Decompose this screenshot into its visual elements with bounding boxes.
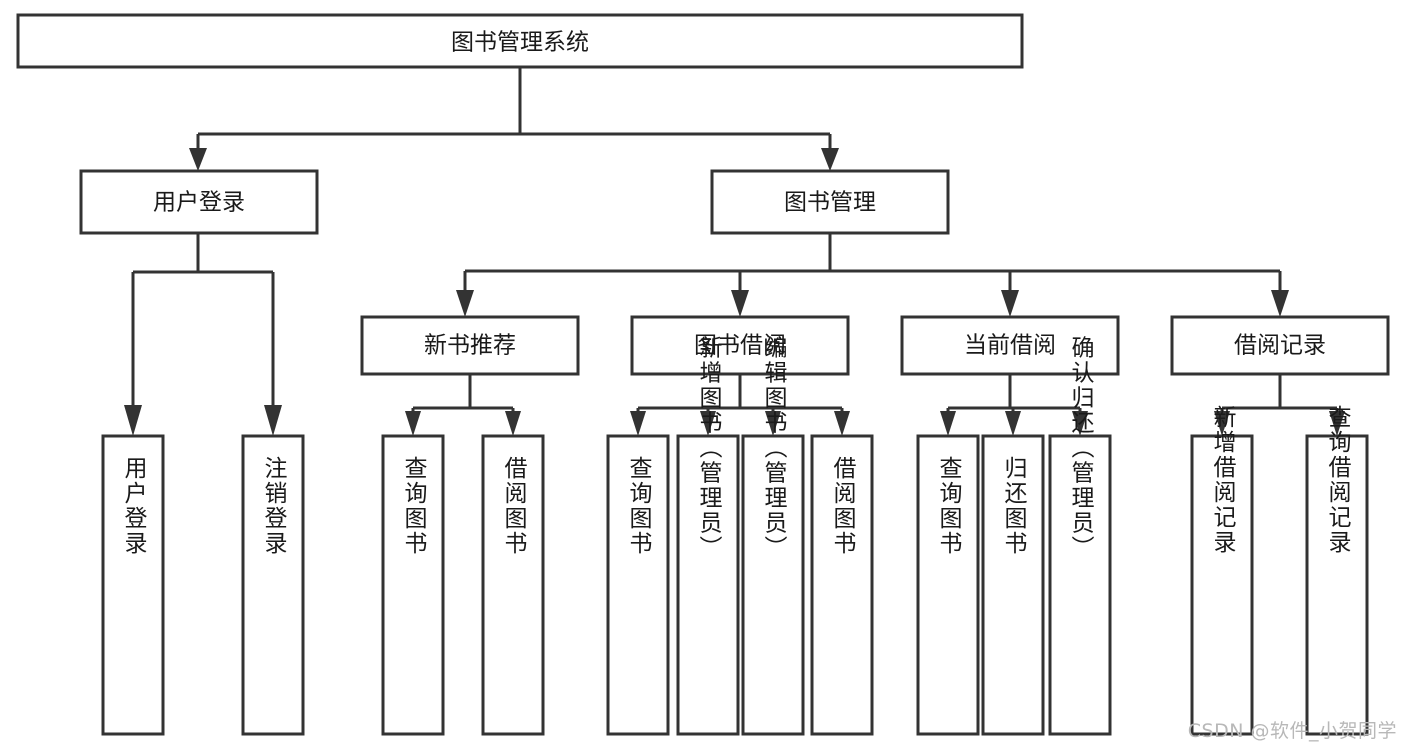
- arrowhead-newbook: [456, 290, 474, 317]
- arrowhead-leaf-borrow-book-2: [834, 411, 850, 436]
- node-new-book-recommend[interactable]: 新书推荐: [360, 315, 580, 376]
- node-current-borrow[interactable]: 当前借阅: [900, 315, 1120, 376]
- node-book-manage-box[interactable]: [710, 169, 950, 235]
- node-book-borrow[interactable]: 图书借阅: [630, 315, 850, 376]
- arrowhead-borrowrecord: [1271, 290, 1289, 317]
- node-book-manage-label: 图书管理: [784, 190, 876, 216]
- node-leaf-user-login-box[interactable]: [101, 434, 165, 736]
- arrowhead-leaf-query-book-3: [940, 411, 956, 436]
- node-user-login-label: 用户登录: [153, 190, 245, 216]
- node-borrow-record-label: 借阅记录: [1234, 333, 1326, 359]
- node-root-label: 图书管理系统: [451, 30, 589, 56]
- node-leaf-borrow-book-1-label: 借阅图书: [500, 456, 528, 556]
- connector-group: [124, 67, 1345, 436]
- node-leaf-query-record-box[interactable]: [1305, 434, 1369, 736]
- node-leaf-confirm-return[interactable]: 确认归还（管理员）: [1048, 336, 1112, 736]
- watermark: CSDN @软件_小贺同学: [1187, 720, 1397, 742]
- node-leaf-add-book[interactable]: 新增图书（管理员）: [676, 336, 740, 736]
- node-book-manage[interactable]: 图书管理: [710, 169, 950, 235]
- arrowhead-leaf-query-book-2: [630, 411, 646, 436]
- node-leaf-query-book-3-box[interactable]: [916, 434, 980, 736]
- node-leaf-return-book[interactable]: 归还图书: [981, 434, 1045, 736]
- node-leaf-query-book-1-box[interactable]: [381, 434, 445, 736]
- arrowhead-currentborrow: [1001, 290, 1019, 317]
- arrowhead-leaf-query-record: [1329, 411, 1345, 436]
- arrowhead-leaf-borrow-book-1: [505, 411, 521, 436]
- arrowhead-leaf-query-book-1: [405, 411, 421, 436]
- node-leaf-add-book-label: 新增图书（管理员）: [695, 336, 723, 561]
- node-leaf-query-record-label: 查询借阅记录: [1324, 405, 1352, 555]
- node-leaf-add-book-box[interactable]: [676, 434, 740, 736]
- node-leaf-query-book-1-label: 查询图书: [400, 456, 428, 556]
- node-leaf-edit-book[interactable]: 编辑图书（管理员）: [741, 336, 805, 736]
- node-user-login-box[interactable]: [79, 169, 319, 235]
- node-leaf-return-book-label: 归还图书: [1000, 456, 1028, 556]
- node-leaf-user-login-label: 用户登录: [120, 456, 148, 556]
- node-leaf-borrow-book-1[interactable]: 借阅图书: [481, 434, 545, 736]
- node-leaf-edit-book-label: 编辑图书（管理员）: [760, 336, 788, 561]
- node-leaf-borrow-book-2-label: 借阅图书: [829, 456, 857, 556]
- arrowhead-leaf-add-record: [1214, 411, 1230, 436]
- arrowhead-leaf-user-logout: [264, 405, 282, 436]
- node-book-borrow-label: 图书借阅: [694, 333, 786, 359]
- node-leaf-query-record[interactable]: 查询借阅记录: [1305, 405, 1369, 736]
- node-leaf-borrow-book-1-box[interactable]: [481, 434, 545, 736]
- node-current-borrow-label: 当前借阅: [964, 333, 1056, 359]
- arrowhead-leaf-add-book: [700, 411, 716, 436]
- arrowhead-leaf-edit-book: [765, 411, 781, 436]
- node-leaf-add-record-label: 新增借阅记录: [1209, 405, 1237, 555]
- node-leaf-confirm-return-label: 确认归还（管理员）: [1067, 336, 1095, 561]
- node-root[interactable]: 图书管理系统: [16, 13, 1024, 69]
- node-current-borrow-box[interactable]: [900, 315, 1120, 376]
- arrowhead-bookborrow: [731, 290, 749, 317]
- arrowhead-userlogin: [189, 148, 207, 171]
- node-leaf-confirm-return-box[interactable]: [1048, 434, 1112, 736]
- node-leaf-add-record-box[interactable]: [1190, 434, 1254, 736]
- node-leaf-return-book-box[interactable]: [981, 434, 1045, 736]
- node-leaf-query-book-2[interactable]: 查询图书: [606, 434, 670, 736]
- node-leaf-borrow-book-2-box[interactable]: [810, 434, 874, 736]
- arrowhead-leaf-user-login: [124, 405, 142, 436]
- node-leaf-add-record[interactable]: 新增借阅记录: [1190, 405, 1254, 736]
- node-leaf-query-book-3-label: 查询图书: [935, 456, 963, 556]
- node-new-book-recommend-label: 新书推荐: [424, 333, 516, 359]
- node-borrow-record-box[interactable]: [1170, 315, 1390, 376]
- node-leaf-user-logout[interactable]: 注销登录: [241, 434, 305, 736]
- arrowhead-leaf-return-book: [1005, 411, 1021, 436]
- node-user-login[interactable]: 用户登录: [79, 169, 319, 235]
- arrowhead-leaf-confirm-return: [1072, 411, 1088, 436]
- node-leaf-query-book-2-label: 查询图书: [625, 456, 653, 556]
- node-borrow-record[interactable]: 借阅记录: [1170, 315, 1390, 376]
- node-book-borrow-box[interactable]: [630, 315, 850, 376]
- node-leaf-user-logout-box[interactable]: [241, 434, 305, 736]
- node-leaf-borrow-book-2[interactable]: 借阅图书: [810, 434, 874, 736]
- node-leaf-user-logout-label: 注销登录: [260, 456, 288, 556]
- node-leaf-query-book-3[interactable]: 查询图书: [916, 434, 980, 736]
- node-leaf-query-book-2-box[interactable]: [606, 434, 670, 736]
- node-root-box[interactable]: [16, 13, 1024, 69]
- node-leaf-user-login[interactable]: 用户登录: [101, 434, 165, 736]
- node-leaf-query-book-1[interactable]: 查询图书: [381, 434, 445, 736]
- node-new-book-recommend-box[interactable]: [360, 315, 580, 376]
- arrowhead-bookmanage: [821, 148, 839, 171]
- node-leaf-edit-book-box[interactable]: [741, 434, 805, 736]
